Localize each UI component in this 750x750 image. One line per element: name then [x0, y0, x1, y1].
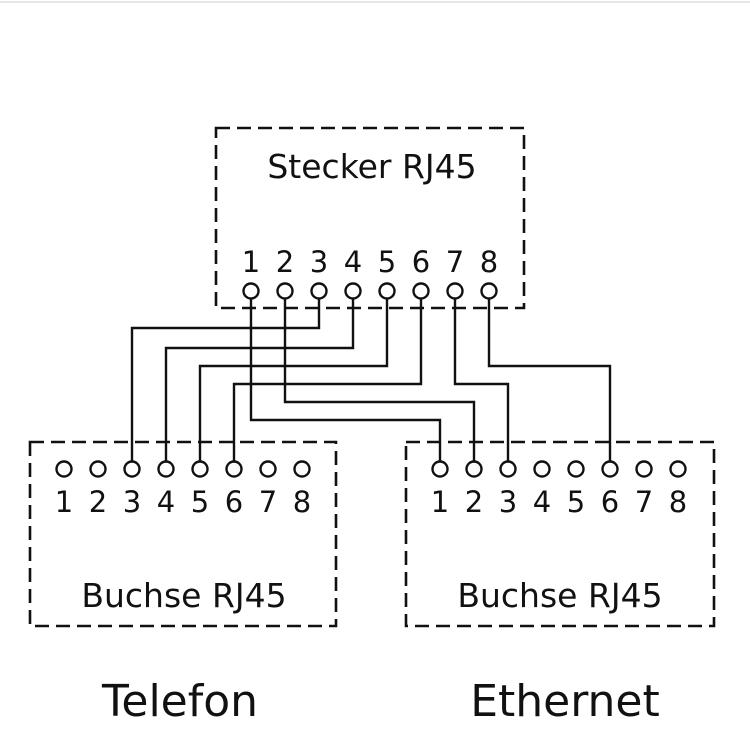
- plug-pin-number-5: 5: [378, 245, 396, 279]
- ethernet-pin-number-7: 7: [635, 485, 653, 519]
- telefon-pin-number-1: 1: [55, 485, 73, 519]
- plug-pin-8: [480, 282, 498, 300]
- ethernet-pin-number-5: 5: [567, 485, 585, 519]
- telefon-pin-6: [225, 460, 243, 478]
- plug-title: Stecker RJ45: [267, 147, 476, 186]
- telefon-socket-group: 1 2 3 4 5 6 7 8 Buchse RJ45: [28, 440, 338, 628]
- plug-pin-2: [276, 282, 294, 300]
- telefon-pin-1: [55, 460, 73, 478]
- telefon-socket-box: [28, 440, 338, 628]
- telefon-caption: Telefon: [101, 676, 258, 727]
- telefon-pin-4: [157, 460, 175, 478]
- wire-plug-5-to-telefon-5: [198, 293, 389, 467]
- plug-pin-number-6: 6: [412, 245, 430, 279]
- telefon-pin-2: [89, 460, 107, 478]
- plug-pin-number-3: 3: [310, 245, 328, 279]
- telefon-pin-number-5: 5: [191, 485, 209, 519]
- plug-pin-number-7: 7: [446, 245, 464, 279]
- ethernet-pin-3: [499, 460, 517, 478]
- ethernet-pin-6: [601, 460, 619, 478]
- telefon-pin-number-2: 2: [89, 485, 107, 519]
- ethernet-pin-number-3: 3: [499, 485, 517, 519]
- plug-pin-3: [310, 282, 328, 300]
- telefon-pin-numbers: 1 2 3 4 5 6 7 8: [55, 485, 311, 519]
- plug-pin-numbers: 1 2 3 4 5 6 7 8: [242, 245, 498, 279]
- telefon-pin-7: [259, 460, 277, 478]
- ethernet-pins: [431, 460, 687, 478]
- plug-pin-4: [344, 282, 362, 300]
- ethernet-socket-title: Buchse RJ45: [457, 576, 662, 615]
- telefon-pin-number-6: 6: [225, 485, 243, 519]
- ethernet-pin-5: [567, 460, 585, 478]
- telefon-pin-number-7: 7: [259, 485, 277, 519]
- telefon-socket-title: Buchse RJ45: [81, 576, 286, 615]
- wire-plug-4-to-telefon-4: [164, 293, 355, 467]
- wire-plug-7-to-ethernet-3: [453, 293, 510, 467]
- plug-pin-5: [378, 282, 396, 300]
- plug-pin-6: [412, 282, 430, 300]
- ethernet-pin-numbers: 1 2 3 4 5 6 7 8: [431, 485, 687, 519]
- wire-plug-1-to-ethernet-1: [249, 293, 442, 467]
- ethernet-pin-4: [533, 460, 551, 478]
- telefon-pin-5: [191, 460, 209, 478]
- wire-plug-8-to-ethernet-6: [487, 293, 612, 467]
- ethernet-pin-2: [465, 460, 483, 478]
- wire-plug-3-to-telefon-3: [130, 293, 321, 467]
- plug-group: Stecker RJ45 1 2 3 4 5 6 7 8: [214, 126, 526, 310]
- telefon-pin-number-3: 3: [123, 485, 141, 519]
- telefon-pin-8: [293, 460, 311, 478]
- ethernet-socket-group: 1 2 3 4 5 6 7 8 Buchse RJ45: [404, 440, 716, 628]
- plug-pin-number-1: 1: [242, 245, 260, 279]
- telefon-pin-number-8: 8: [293, 485, 311, 519]
- plug-pins: [242, 282, 498, 300]
- ethernet-pin-number-1: 1: [431, 485, 449, 519]
- ethernet-pin-number-8: 8: [669, 485, 687, 519]
- telefon-pin-number-4: 4: [157, 485, 175, 519]
- wires: [130, 293, 612, 467]
- telefon-pin-3: [123, 460, 141, 478]
- ethernet-pin-1: [431, 460, 449, 478]
- ethernet-pin-number-4: 4: [533, 485, 551, 519]
- plug-pin-number-8: 8: [480, 245, 498, 279]
- plug-pin-number-4: 4: [344, 245, 362, 279]
- telefon-pins: [55, 460, 311, 478]
- ethernet-socket-box: [404, 440, 716, 628]
- plug-pin-7: [446, 282, 464, 300]
- ethernet-pin-number-2: 2: [465, 485, 483, 519]
- plug-pin-number-2: 2: [276, 245, 294, 279]
- ethernet-pin-7: [635, 460, 653, 478]
- wire-plug-6-to-telefon-6: [232, 293, 423, 467]
- ethernet-pin-number-6: 6: [601, 485, 619, 519]
- plug-box: [214, 126, 526, 310]
- ethernet-pin-8: [669, 460, 687, 478]
- plug-pin-1: [242, 282, 260, 300]
- ethernet-caption: Ethernet: [470, 676, 660, 727]
